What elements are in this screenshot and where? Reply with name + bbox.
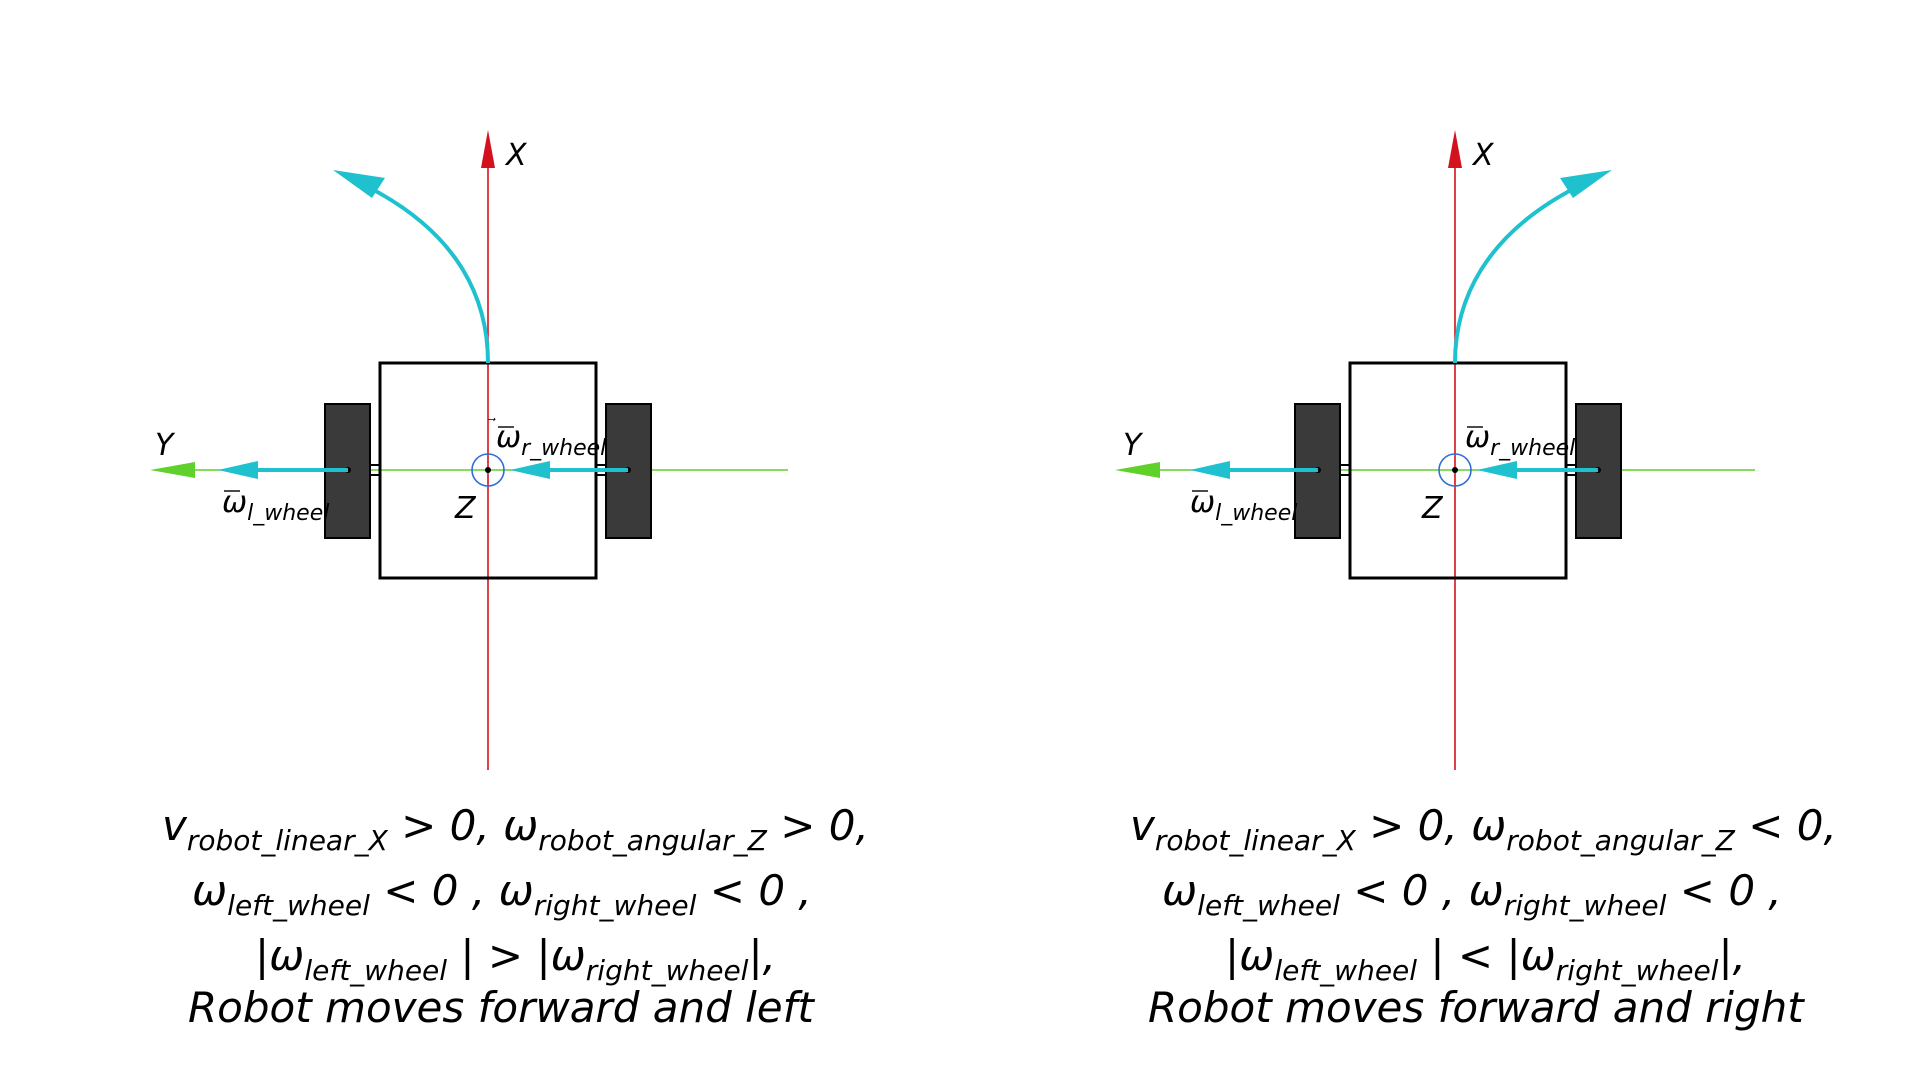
x-axis-arrowhead xyxy=(481,130,495,168)
caption-left: Robot moves forward and left xyxy=(188,983,815,1032)
left-wheel-omega-label: ωl_wheel xyxy=(222,485,329,526)
right-wheel xyxy=(1575,403,1622,539)
z-axis-marker xyxy=(471,453,505,487)
left-wheel-omega-arrowhead xyxy=(1190,461,1230,479)
x-axis-arrowhead xyxy=(1448,130,1462,168)
trajectory-arc-right xyxy=(1453,186,1576,364)
left-wheel-omega-arrowhead xyxy=(218,461,258,479)
y-axis-arrowhead xyxy=(1115,462,1160,478)
y-axis-label: Y xyxy=(155,428,176,463)
caption-right: Robot moves forward and right xyxy=(1148,983,1805,1032)
y-axis-label: Y xyxy=(1123,428,1144,463)
condition-line-2-right: ωleft_wheel < 0 , ωright_wheel < 0 , xyxy=(1162,866,1782,922)
condition-line-2-left: ωleft_wheel < 0 , ωright_wheel < 0 , xyxy=(192,866,812,922)
condition-line-3-right: |ωleft_wheel | < |ωright_wheel|, xyxy=(1225,931,1746,987)
condition-line-3-left: |ωleft_wheel | > |ωright_wheel|, xyxy=(255,931,776,987)
right-wheel-vector-mark: ⃗ xyxy=(488,417,496,422)
z-axis-label: Z xyxy=(454,491,477,526)
condition-line-1-right: vrobot_linear_X > 0, ωrobot_angular_Z < … xyxy=(1130,801,1837,857)
x-axis-label: X xyxy=(504,138,528,173)
panel-right: X Y Z ωr_wheel ωl_wheel vrobot_linear_X … xyxy=(1115,130,1837,1032)
right-wheel-omega-label: ωr_wheel xyxy=(496,420,606,461)
panel-left: X Y Z ωr_wheel ⃗ ωl_wheel vrobot_linear_… xyxy=(150,130,869,1032)
z-axis-dot xyxy=(1452,467,1458,473)
y-axis-arrowhead xyxy=(150,462,195,478)
z-axis-marker xyxy=(1438,453,1472,487)
right-wheel-omega-arrowhead xyxy=(510,461,550,479)
condition-line-1-left: vrobot_linear_X > 0, ωrobot_angular_Z > … xyxy=(162,801,869,857)
right-wheel-omega-label: ωr_wheel xyxy=(1465,420,1575,461)
right-wheel-omega-arrowhead xyxy=(1477,461,1517,479)
trajectory-arrowhead-right xyxy=(1560,170,1612,198)
z-axis-dot xyxy=(485,467,491,473)
x-axis-label: X xyxy=(1471,138,1495,173)
z-axis-label: Z xyxy=(1421,491,1444,526)
trajectory-arc-left xyxy=(369,186,490,364)
trajectory-arrowhead-left xyxy=(333,170,385,198)
